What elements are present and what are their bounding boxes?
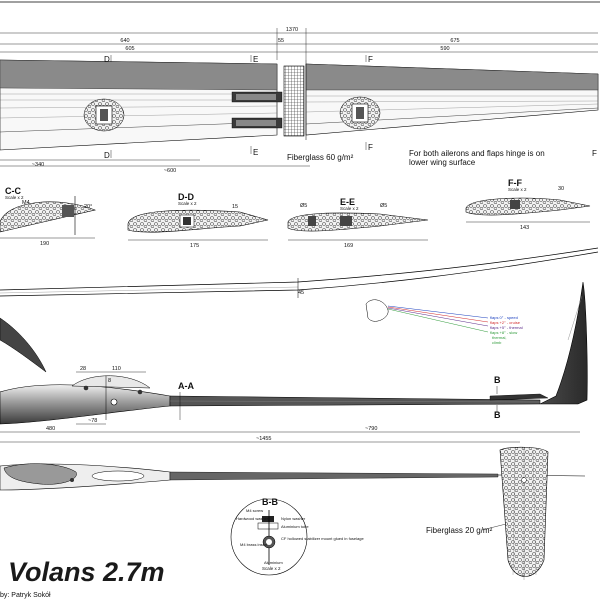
section-d-d-title: D-D <box>178 192 194 202</box>
drawing-author: by: Patryk Sokół <box>0 592 51 599</box>
section-d-d: D-D Scale x 2 15 175 <box>127 192 269 249</box>
section-mark-e-bottom: E <box>253 148 258 157</box>
bb-scale: Scale x 2 <box>262 566 281 571</box>
fiberglass-60-label: Fiberglass 60 g/m² <box>287 153 354 162</box>
flap-label-thermal2: thermal, <box>492 335 506 340</box>
dim-span: 1370 <box>286 27 298 33</box>
dim-340: ~340 <box>32 162 44 168</box>
wing-plan-view: 1370 640 55 675 605 590 <box>0 27 599 174</box>
section-c-c: C-C Scale x 2 M4 20° 190 <box>0 186 97 247</box>
dim-605: 605 <box>125 46 134 52</box>
bb-title: B-B <box>262 497 278 507</box>
svg-text:20°: 20° <box>84 204 92 210</box>
svg-text:Ø5: Ø5 <box>380 203 387 209</box>
section-e-e-title: E-E <box>340 197 355 207</box>
fuselage-pod <box>0 384 171 425</box>
flap-label-thermal: flaps +5° - thermal <box>490 325 523 330</box>
dim-78: ~78 <box>88 418 97 424</box>
left-wing-leading-strip <box>0 59 278 91</box>
dim-675: 675 <box>450 38 459 44</box>
section-e-e-scale: Scale x 2 <box>340 206 359 211</box>
right-wing-leading-strip <box>305 63 599 91</box>
dim-8: 8 <box>108 378 111 384</box>
section-e-e-width: 169 <box>344 243 353 249</box>
dim-600: ~600 <box>164 168 176 174</box>
section-mark-e-top: E <box>253 55 258 64</box>
airfoil-d-d <box>127 209 269 233</box>
flap-label-slow: flaps +8° - slow <box>490 330 517 335</box>
section-mark-b-top: B <box>494 375 501 385</box>
fuselage-side-view: A-A B B 28 110 8 ~78 480 ~790 ~1455 <box>0 281 588 443</box>
svg-text:Aluminium tube: Aluminium tube <box>281 524 309 529</box>
section-f-f-title: F-F <box>508 178 522 188</box>
section-f-f: F-F Scale x 2 30 143 <box>465 178 591 231</box>
airfoil-e-e <box>287 212 429 232</box>
section-c-c-width: 190 <box>40 241 49 247</box>
dim-1455: ~1455 <box>256 436 271 442</box>
svg-text:Aluminium: Aluminium <box>264 560 283 565</box>
section-f-f-scale: Scale x 2 <box>508 187 527 192</box>
fuselage-top-view: Fiberglass 20 g/m² <box>0 446 586 580</box>
svg-text:M4 screw: M4 screw <box>246 508 263 513</box>
dim-640: 640 <box>120 38 129 44</box>
wing-front-view: 45 <box>0 247 599 298</box>
section-c-c-scale: Scale x 2 <box>5 195 24 200</box>
vertical-fin <box>539 281 588 405</box>
airfoil-sections: C-C Scale x 2 M4 20° 190 D-D Scale x 2 1… <box>0 178 591 249</box>
svg-text:30: 30 <box>558 186 564 192</box>
flap-settings-diagram: flaps 0° - speed flaps +2° - cruise flap… <box>365 299 523 345</box>
section-mark-d-top: D <box>104 55 110 64</box>
airfoil-f-f <box>465 197 591 216</box>
dim-480: 480 <box>46 426 55 432</box>
dim-55: 55 <box>278 38 284 44</box>
hinge-note-line2: lower wing surface <box>409 158 476 167</box>
section-c-c-title: C-C <box>5 186 21 196</box>
svg-text:M4 brass insert: M4 brass insert <box>240 542 268 547</box>
fiberglass-20-label: Fiberglass 20 g/m² <box>426 526 493 535</box>
svg-text:Ø5: Ø5 <box>300 203 307 209</box>
section-mark-f-top: F <box>368 55 373 64</box>
section-mark-a-a: A-A <box>178 381 194 391</box>
svg-text:Nylon washer: Nylon washer <box>281 516 306 521</box>
section-f-f-width: 143 <box>520 225 529 231</box>
dim-dihedral-45: 45 <box>298 290 304 296</box>
center-joiner <box>283 65 305 137</box>
airfoil-c-c <box>0 201 97 233</box>
section-d-d-width: 175 <box>190 243 199 249</box>
drawing-title: Volans 2.7m <box>8 557 165 587</box>
svg-text:15: 15 <box>232 204 238 210</box>
dim-28: 28 <box>80 366 86 372</box>
section-mark-f-bottom: F <box>368 143 373 152</box>
flap-label-cruise: flaps +2° - cruise <box>490 320 521 325</box>
svg-text:CF hollowed stabilizer mount g: CF hollowed stabilizer mount glued in fu… <box>281 536 364 541</box>
section-mark-b-bottom: B <box>494 410 501 420</box>
bb-detail: B-B M4 screw Hardwood washer Nylon washe… <box>230 497 364 576</box>
dim-790: ~790 <box>365 426 377 432</box>
flap-label-climb: climb <box>492 340 502 345</box>
flap-label-speed: flaps 0° - speed <box>490 315 518 320</box>
section-e-e: E-E Scale x 2 Ø5 Ø5 169 <box>287 197 429 249</box>
svg-text:Hardwood washer: Hardwood washer <box>236 516 269 521</box>
dim-110: 110 <box>112 366 121 372</box>
dim-590: 590 <box>440 46 449 52</box>
section-d-d-scale: Scale x 2 <box>178 201 197 206</box>
tip-mark-f: F <box>592 149 597 158</box>
section-mark-d-bottom: D <box>104 151 110 160</box>
svg-text:M4: M4 <box>22 200 30 206</box>
hinge-note-line1: For both ailerons and flaps hinge is on <box>409 149 545 158</box>
